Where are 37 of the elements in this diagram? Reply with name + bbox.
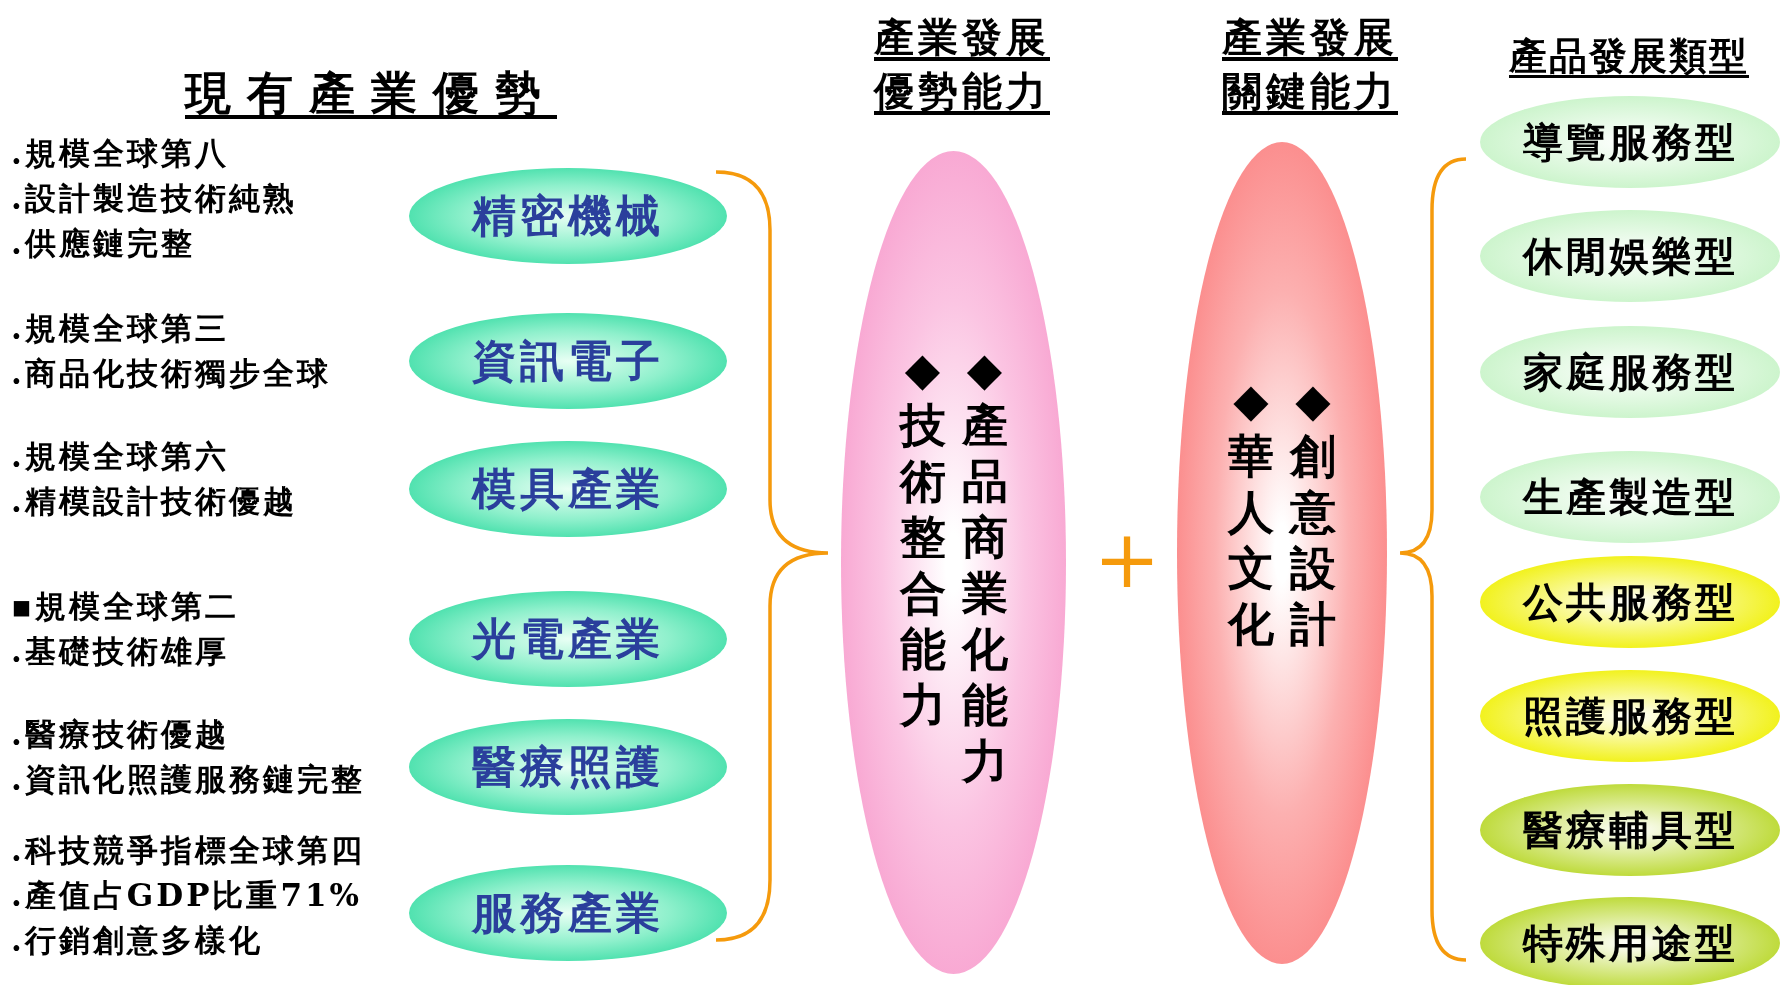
bullet-text: .精模設計技術優越 xyxy=(11,482,297,521)
heading: 產品發展類型 xyxy=(1508,32,1750,80)
ellipse-label: 導覽服務型 xyxy=(1522,116,1738,167)
bullet-text: .規模全球第六 xyxy=(11,437,230,476)
ellipse-label: 照護服務型 xyxy=(1522,690,1738,741)
bullet-text: .科技競爭指標全球第四 xyxy=(11,830,365,870)
ellipse-label: 生產製造型 xyxy=(1522,471,1738,522)
ellipse-label: 家庭服務型 xyxy=(1522,346,1738,397)
bullet-text: .產值占GDP比重71% xyxy=(11,875,364,915)
heading: 產業發展關鍵能力 xyxy=(1221,12,1399,116)
bullet-text: .商品化技術獨步全球 xyxy=(11,354,331,393)
vertical-text: ◆華人文化 xyxy=(1226,372,1275,652)
heading: 產業發展優勢能力 xyxy=(872,12,1051,116)
ellipse-label: 休閒娛樂型 xyxy=(1522,230,1738,281)
ellipse-label: 資訊電子 xyxy=(472,333,664,388)
vertical-text: ◆技術整合能力 xyxy=(898,341,947,733)
ellipse-label: 服務產業 xyxy=(472,885,664,940)
ellipse-label: 精密機械 xyxy=(472,188,664,243)
ellipse-label: 特殊用途型 xyxy=(1522,917,1738,968)
ellipse-label: 醫療輔具型 xyxy=(1522,804,1738,855)
heading: 現有產業優勢 xyxy=(183,65,558,122)
ellipse-label: 模具產業 xyxy=(472,461,664,516)
bullet-text: .規模全球第八 xyxy=(11,133,230,173)
bullet-text: .醫療技術優越 xyxy=(11,715,230,754)
vertical-text: ◆創意設計 xyxy=(1288,372,1337,652)
bullet-text: ▪規模全球第二 xyxy=(11,587,239,626)
ellipse-label: 光電產業 xyxy=(472,611,664,666)
ellipse-label: 醫療照護 xyxy=(472,739,664,794)
bullet-text: .供應鏈完整 xyxy=(11,223,196,263)
bullet-text: .基礎技術雄厚 xyxy=(11,632,230,671)
vertical-text: ◆產品商業化能力 xyxy=(960,341,1009,789)
bullet-text: .行銷創意多樣化 xyxy=(11,920,264,960)
bullet-text: .資訊化照護服務鏈完整 xyxy=(11,760,365,799)
plus-sign: + xyxy=(1092,520,1162,600)
ellipse-label: 公共服務型 xyxy=(1522,576,1738,627)
bullet-text: .規模全球第三 xyxy=(11,309,230,348)
bullet-text: .設計製造技術純熟 xyxy=(11,178,297,218)
